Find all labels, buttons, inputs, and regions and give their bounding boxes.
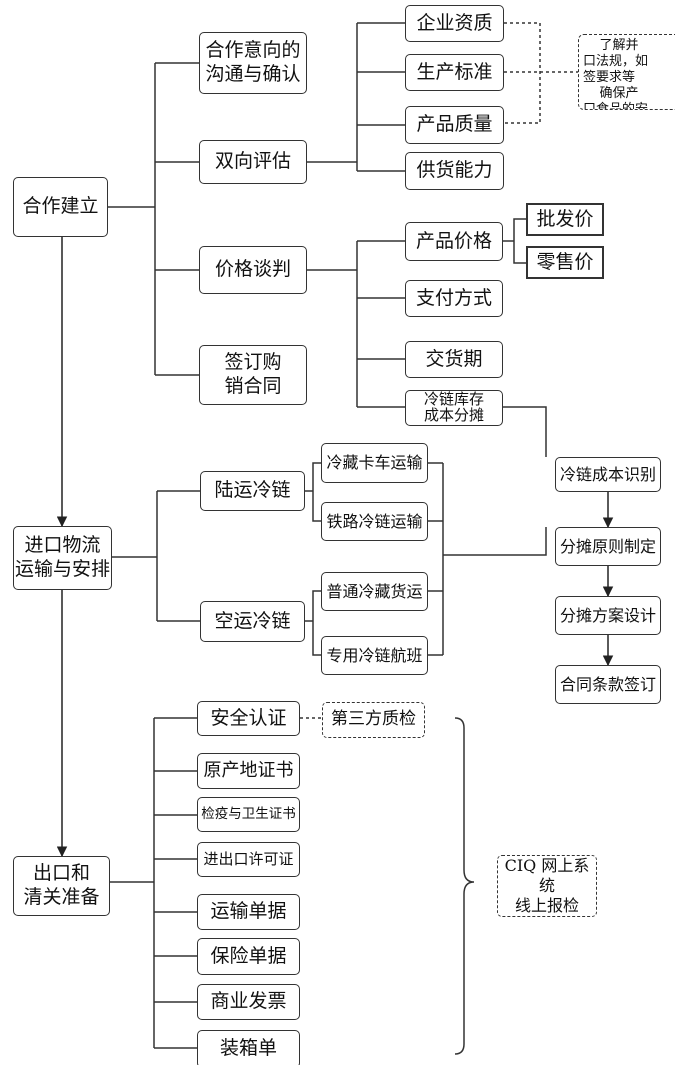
doc-certificate-of-origin: 原产地证书 bbox=[197, 753, 300, 789]
node-pricing: 价格谈判 bbox=[199, 246, 307, 294]
step-allocation-plan: 分摊方案设计 bbox=[555, 596, 661, 635]
doc-safety-certification: 安全认证 bbox=[197, 701, 300, 736]
doc-import-export-license: 进出口许可证 bbox=[197, 842, 300, 877]
doc-insurance-documents: 保险单据 bbox=[197, 938, 300, 975]
step-contract-terms: 合同条款签订 bbox=[555, 665, 661, 704]
node-ciq-online-system: CIQ 网上系统 线上报检 bbox=[497, 855, 597, 917]
node-production-standard: 生产标准 bbox=[405, 54, 504, 91]
node-product-quality: 产品质量 bbox=[405, 106, 504, 144]
node-general-refrigerated-freight: 普通冷藏货运 bbox=[321, 572, 428, 611]
node-cooperation: 合作建立 bbox=[13, 177, 108, 237]
doc-packing-list: 装箱单 bbox=[197, 1030, 300, 1065]
node-intent: 合作意向的 沟通与确认 bbox=[199, 32, 307, 94]
node-cold-chain-cost-sharing: 冷链库存 成本分摊 bbox=[405, 390, 503, 426]
node-third-party-inspection: 第三方质检 bbox=[322, 702, 425, 738]
node-clearance: 出口和 清关准备 bbox=[13, 856, 110, 916]
node-supply-capacity: 供货能力 bbox=[405, 152, 504, 190]
doc-quarantine-health-certificate: 检疫与卫生证书 bbox=[197, 797, 300, 832]
assessment-note: 了解并 口法规，如 签要求等 确保产 口食品的安 bbox=[578, 34, 675, 110]
node-enterprise-qualification: 企业资质 bbox=[405, 5, 504, 42]
node-contract: 签订购 销合同 bbox=[199, 345, 307, 405]
node-delivery-period: 交货期 bbox=[405, 341, 503, 378]
node-wholesale-price: 批发价 bbox=[526, 203, 604, 236]
step-cost-identification: 冷链成本识别 bbox=[555, 457, 661, 492]
node-land-cold-chain: 陆运冷链 bbox=[200, 471, 305, 511]
node-payment-method: 支付方式 bbox=[405, 280, 503, 317]
node-assessment: 双向评估 bbox=[199, 140, 307, 184]
doc-transport-documents: 运输单据 bbox=[197, 894, 300, 930]
node-air-cold-chain: 空运冷链 bbox=[200, 601, 305, 642]
node-logistics: 进口物流 运输与安排 bbox=[13, 526, 112, 590]
step-allocation-principle: 分摊原则制定 bbox=[555, 527, 661, 566]
doc-commercial-invoice: 商业发票 bbox=[197, 984, 300, 1020]
node-dedicated-cold-chain-flight: 专用冷链航班 bbox=[321, 636, 428, 675]
node-product-price: 产品价格 bbox=[405, 222, 503, 261]
node-refrigerated-truck: 冷藏卡车运输 bbox=[321, 443, 428, 483]
node-retail-price: 零售价 bbox=[526, 246, 604, 279]
node-rail-cold-chain: 铁路冷链运输 bbox=[321, 502, 428, 541]
